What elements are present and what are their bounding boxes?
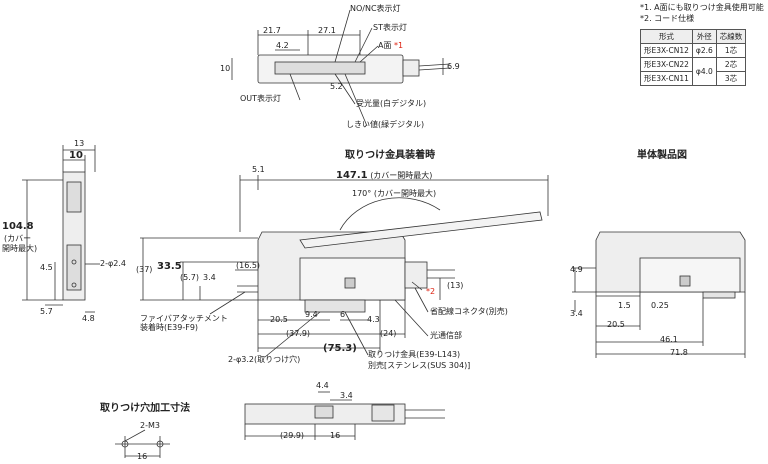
callout-fiber: ファイバアタッチメント 装着時(E39-F9) (140, 314, 228, 332)
side-view-body (62, 171, 86, 301)
star1-mark: *1 (394, 41, 404, 50)
table-row: 形E3X-CN12 φ2.6 1芯 (640, 43, 747, 58)
dim-13-side: 13 (74, 139, 85, 148)
dim-1-5: 1.5 (618, 301, 631, 310)
cell-dia: φ2.6 (691, 43, 717, 58)
main-view-title: 取りつけ金具装着時 (345, 150, 436, 161)
callout-rx: 受光量(白デジタル) (356, 99, 427, 108)
callout-nonc: NO/NC表示灯 (350, 4, 401, 13)
unit-view-body (595, 231, 746, 299)
dim-13-main: (13) (447, 281, 464, 290)
dim-5-7-side: 5.7 (40, 307, 53, 316)
cell-model: 形E3X-CN11 (640, 71, 693, 86)
dim-4-4: 4.4 (316, 381, 329, 390)
dim-3-4-bottom: 3.4 (340, 391, 353, 400)
dim-5-2: 5.2 (330, 82, 343, 91)
dim-37: (37) (136, 265, 153, 274)
cell-model: 形E3X-CN12 (640, 43, 693, 58)
callout-th: しきい値(緑デジタル) (346, 120, 425, 129)
dim-20-5: 20.5 (270, 315, 288, 324)
dim-21-7: 21.7 (263, 26, 281, 35)
dim-4-2: 4.2 (276, 41, 289, 50)
dim-6-9: 6.9 (447, 62, 460, 71)
dim-6: 6 (340, 310, 346, 319)
cell-cores: 1芯 (715, 43, 747, 58)
dim-27-1: 27.1 (318, 26, 336, 35)
dim-10-top: 10 (220, 64, 231, 73)
note-1: *1. A面にも取りつけ金具使用可能 (640, 3, 764, 12)
dim-24: (24) (380, 329, 397, 338)
dim-170-note: (カバー開時最大) (373, 189, 437, 198)
header-model: 形式 (640, 29, 693, 44)
dim-147-1: 147.1 (カバー開時最大) (336, 171, 432, 181)
unit-view-title: 単体製品図 (637, 150, 687, 161)
dim-33-5: 33.5 (157, 261, 182, 272)
star2-mark: *2 (426, 287, 436, 296)
dim-16-5: (16.5) (236, 261, 261, 270)
cell-dia: φ4.0 (691, 57, 717, 86)
dim-16-hole: 16 (137, 452, 148, 461)
dim-20-5-unit: 20.5 (607, 320, 625, 329)
top-view-body (257, 54, 451, 84)
callout-a-face: A面 *1 (378, 42, 403, 50)
dim-5-1: 5.1 (252, 165, 265, 174)
cord-spec-table: 形式 外径 芯線数 形E3X-CN12 φ2.6 1芯 形E3X-CN22 φ4… (640, 29, 747, 86)
dim-9-4: 9.4 (305, 310, 318, 319)
dim-104-8: 104.8 (2, 221, 34, 232)
callout-bracket-2: 別売[ステンレス(SUS 304)] (368, 361, 471, 370)
dim-2-m3: 2-M3 (140, 421, 160, 430)
main-view-body (237, 211, 543, 313)
dim-71-8: 71.8 (670, 348, 688, 357)
header-cores: 芯線数 (715, 29, 747, 44)
cell-model: 形E3X-CN22 (640, 57, 693, 72)
dim-29-9: (29.9) (280, 431, 305, 440)
dim-16-bottom: 16 (330, 431, 341, 440)
dim-75-3: (75.3) (323, 343, 357, 354)
dim-5-7: (5.7) (180, 273, 199, 282)
hole-view-title: 取りつけ穴加工寸法 (100, 403, 191, 414)
a-face-label: A面 (378, 41, 392, 50)
dim-147-1-value: 147.1 (336, 170, 368, 181)
callout-out: OUT表示灯 (240, 94, 282, 103)
dim-4-3: 4.3 (367, 315, 380, 324)
dim-37-9: (37.9) (286, 329, 311, 338)
dim-4-5: 4.5 (40, 263, 53, 272)
dim-4-8: 4.8 (82, 314, 95, 323)
callout-connector: 省配線コネクタ(別売) (430, 307, 508, 316)
dim-10-side: 10 (69, 150, 83, 161)
header-dia: 外径 (691, 29, 717, 44)
callout-bracket-1: 取りつけ金具(E39-L143) (368, 350, 461, 359)
dim-3-4: 3.4 (203, 273, 216, 282)
dim-46-1: 46.1 (660, 335, 678, 344)
dim-3-4-unit: 3.4 (570, 309, 583, 318)
callout-st: ST表示灯 (373, 23, 407, 32)
dim-0-25: 0.25 (651, 301, 669, 310)
dim-104-note-1: (カバー (4, 234, 32, 243)
note-2: *2. コード仕様 (640, 14, 695, 23)
dim-147-1-note: (カバー開時最大) (370, 171, 433, 180)
bottom-view-body (244, 403, 445, 425)
table-header-row: 形式 外径 芯線数 (640, 29, 747, 44)
table-row: 形E3X-CN22 φ4.0 2芯 (640, 57, 747, 86)
dim-170-value: 170° (352, 189, 372, 198)
cell-cores: 3芯 (715, 71, 747, 86)
table-row: 形E3X-CN11 3芯 (640, 71, 747, 86)
dim-104-note-2: 開時最大) (2, 244, 38, 253)
dim-4-9: 4.9 (570, 265, 583, 274)
dim-2-phi-2-4: 2-φ2.4 (100, 259, 126, 268)
dim-170: 170° (カバー開時最大) (352, 190, 436, 198)
callout-light: 光通信部 (430, 331, 462, 340)
cell-cores: 2芯 (715, 57, 747, 72)
callout-hole: 2-φ3.2(取りつけ穴) (228, 355, 301, 364)
